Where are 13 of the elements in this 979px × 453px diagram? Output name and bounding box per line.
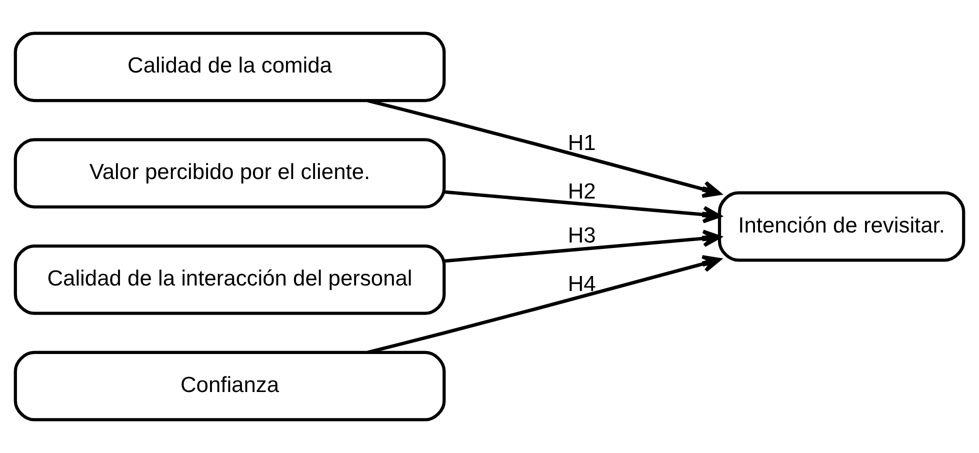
arrow — [444, 190, 722, 224]
node-box: Calidad de la comida — [14, 32, 446, 102]
arrow — [444, 230, 722, 263]
edge-label: H3 — [568, 222, 596, 248]
node-box: Calidad de la interacción del personal — [14, 244, 446, 315]
edge-label: H2 — [568, 178, 596, 204]
edge-label: H1 — [568, 130, 596, 156]
node-box: Valor percibido por el cliente. — [14, 138, 446, 208]
edge-label: H4 — [568, 270, 596, 296]
arrow — [367, 255, 722, 354]
node-box: Confianza — [14, 350, 446, 422]
arrow — [367, 98, 722, 198]
node-box: Intención de revisitar. — [718, 191, 966, 262]
